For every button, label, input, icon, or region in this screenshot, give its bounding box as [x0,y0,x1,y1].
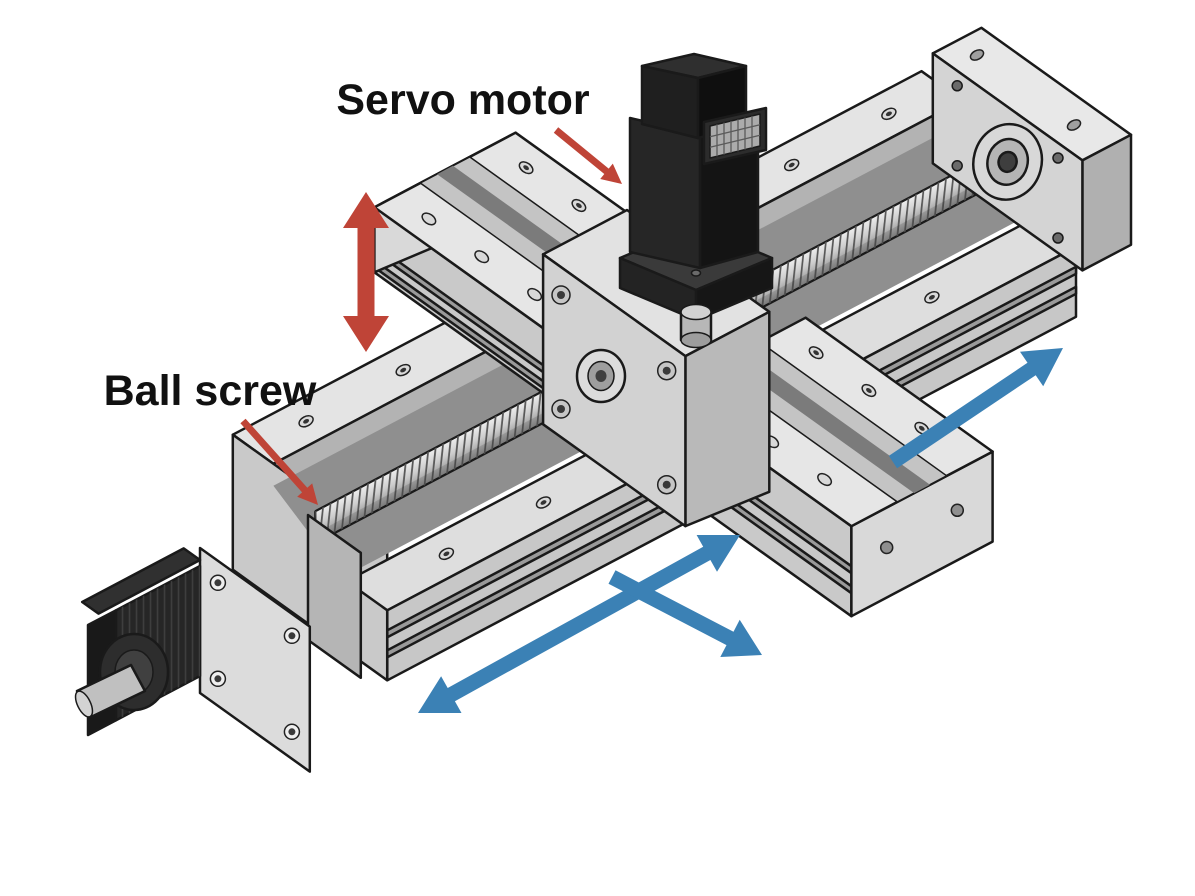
servo-body-front [628,116,702,270]
annotations: Servo motor Ball screw [104,76,1063,713]
horizontal-motion-arrow-right [888,348,1063,469]
servo-connector-pins [709,113,761,159]
horizontal-motion-arrow-long [418,535,740,713]
ball-screw-pointer-arrow [240,418,318,505]
servo-cap-front [640,64,700,140]
servo-motor-label: Servo motor [336,76,590,124]
end-bearing-block [931,26,1133,272]
ball-screw-label: Ball screw [104,367,317,415]
servo-motor [618,52,774,349]
servo-motor-pointer-arrow [553,127,622,184]
motor-shaft [75,663,147,719]
motor-body-top [80,547,202,615]
horizontal-motion-arrow-branch [608,570,762,657]
motor-adapter [306,513,363,680]
stepper-motor [74,513,363,773]
vertical-motion-arrow [343,192,389,352]
